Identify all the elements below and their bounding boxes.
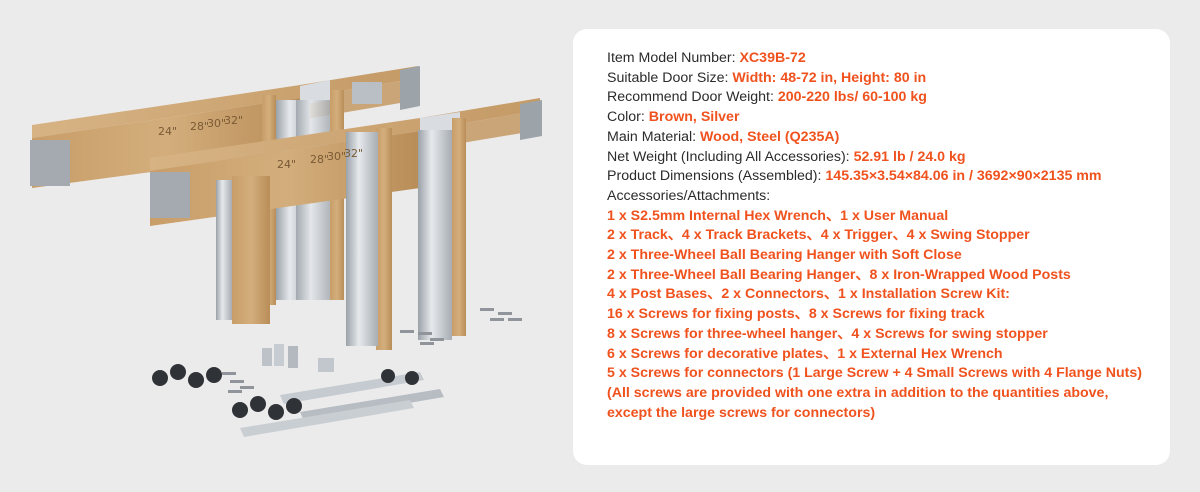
mark-24: 24" bbox=[158, 125, 177, 138]
accessory-line: 1 x S2.5mm Internal Hex Wrench、1 x User … bbox=[607, 207, 949, 224]
screw-parts bbox=[222, 308, 522, 393]
mark-32: 32" bbox=[224, 114, 243, 127]
accessory-line: 2 x Three-Wheel Ball Bearing Hanger、8 x … bbox=[607, 266, 1071, 283]
spec-card: Item Model Number: XC39B-72 Suitable Doo… bbox=[573, 29, 1170, 465]
rear-header-marks: 24" 28" 30" 32" bbox=[158, 114, 243, 138]
mark-24-front: 24" bbox=[277, 158, 296, 171]
mark-32-front: 32" bbox=[344, 147, 363, 160]
spec-dimensions: Product Dimensions (Assembled): 145.35×3… bbox=[607, 168, 1102, 185]
accessories-title: Accessories/Attachments: bbox=[607, 187, 771, 204]
accessory-line: 4 x Post Bases、2 x Connectors、1 x Instal… bbox=[607, 286, 1010, 303]
accessory-line: except the large screws for connectors) bbox=[607, 404, 876, 421]
accessory-line: 5 x Screws for connectors (1 Large Screw… bbox=[607, 365, 1142, 382]
accessory-line: (All screws are provided with one extra … bbox=[607, 384, 1109, 401]
mark-28: 28" bbox=[190, 120, 209, 133]
spec-door-size: Suitable Door Size: Width: 48-72 in, Hei… bbox=[607, 69, 927, 86]
accessory-line: 8 x Screws for three-wheel hanger、4 x Sc… bbox=[607, 325, 1048, 342]
front-header-assembly bbox=[150, 98, 542, 350]
accessory-line: 2 x Three-Wheel Ball Bearing Hanger with… bbox=[607, 247, 962, 264]
spec-net-weight: Net Weight (Including All Accessories): … bbox=[607, 148, 966, 165]
mark-30-front: 30" bbox=[327, 150, 346, 163]
spec-door-weight: Recommend Door Weight: 200-220 lbs/ 60-1… bbox=[607, 89, 927, 106]
accessory-line: 6 x Screws for decorative plates、1 x Ext… bbox=[607, 345, 1003, 362]
product-illustration: 24" 28" 30" 32" 24" 28" 30" 32" bbox=[30, 66, 542, 437]
front-header-marks: 24" 28" 30" 32" bbox=[277, 147, 363, 171]
hanger-wheels bbox=[152, 364, 419, 420]
accessories-list: 1 x S2.5mm Internal Hex Wrench、1 x User … bbox=[607, 207, 1170, 424]
spec-model-number: Item Model Number: XC39B-72 bbox=[607, 50, 806, 66]
spec-material: Main Material: Wood, Steel (Q235A) bbox=[607, 128, 840, 145]
spec-color: Color: Brown, Silver bbox=[607, 109, 740, 126]
accessory-line: 16 x Screws for fixing posts、8 x Screws … bbox=[607, 306, 985, 323]
mark-30: 30" bbox=[207, 117, 226, 130]
accessory-line: 2 x Track、4 x Track Brackets、4 x Trigger… bbox=[607, 227, 1030, 244]
mark-28-front: 28" bbox=[310, 153, 329, 166]
